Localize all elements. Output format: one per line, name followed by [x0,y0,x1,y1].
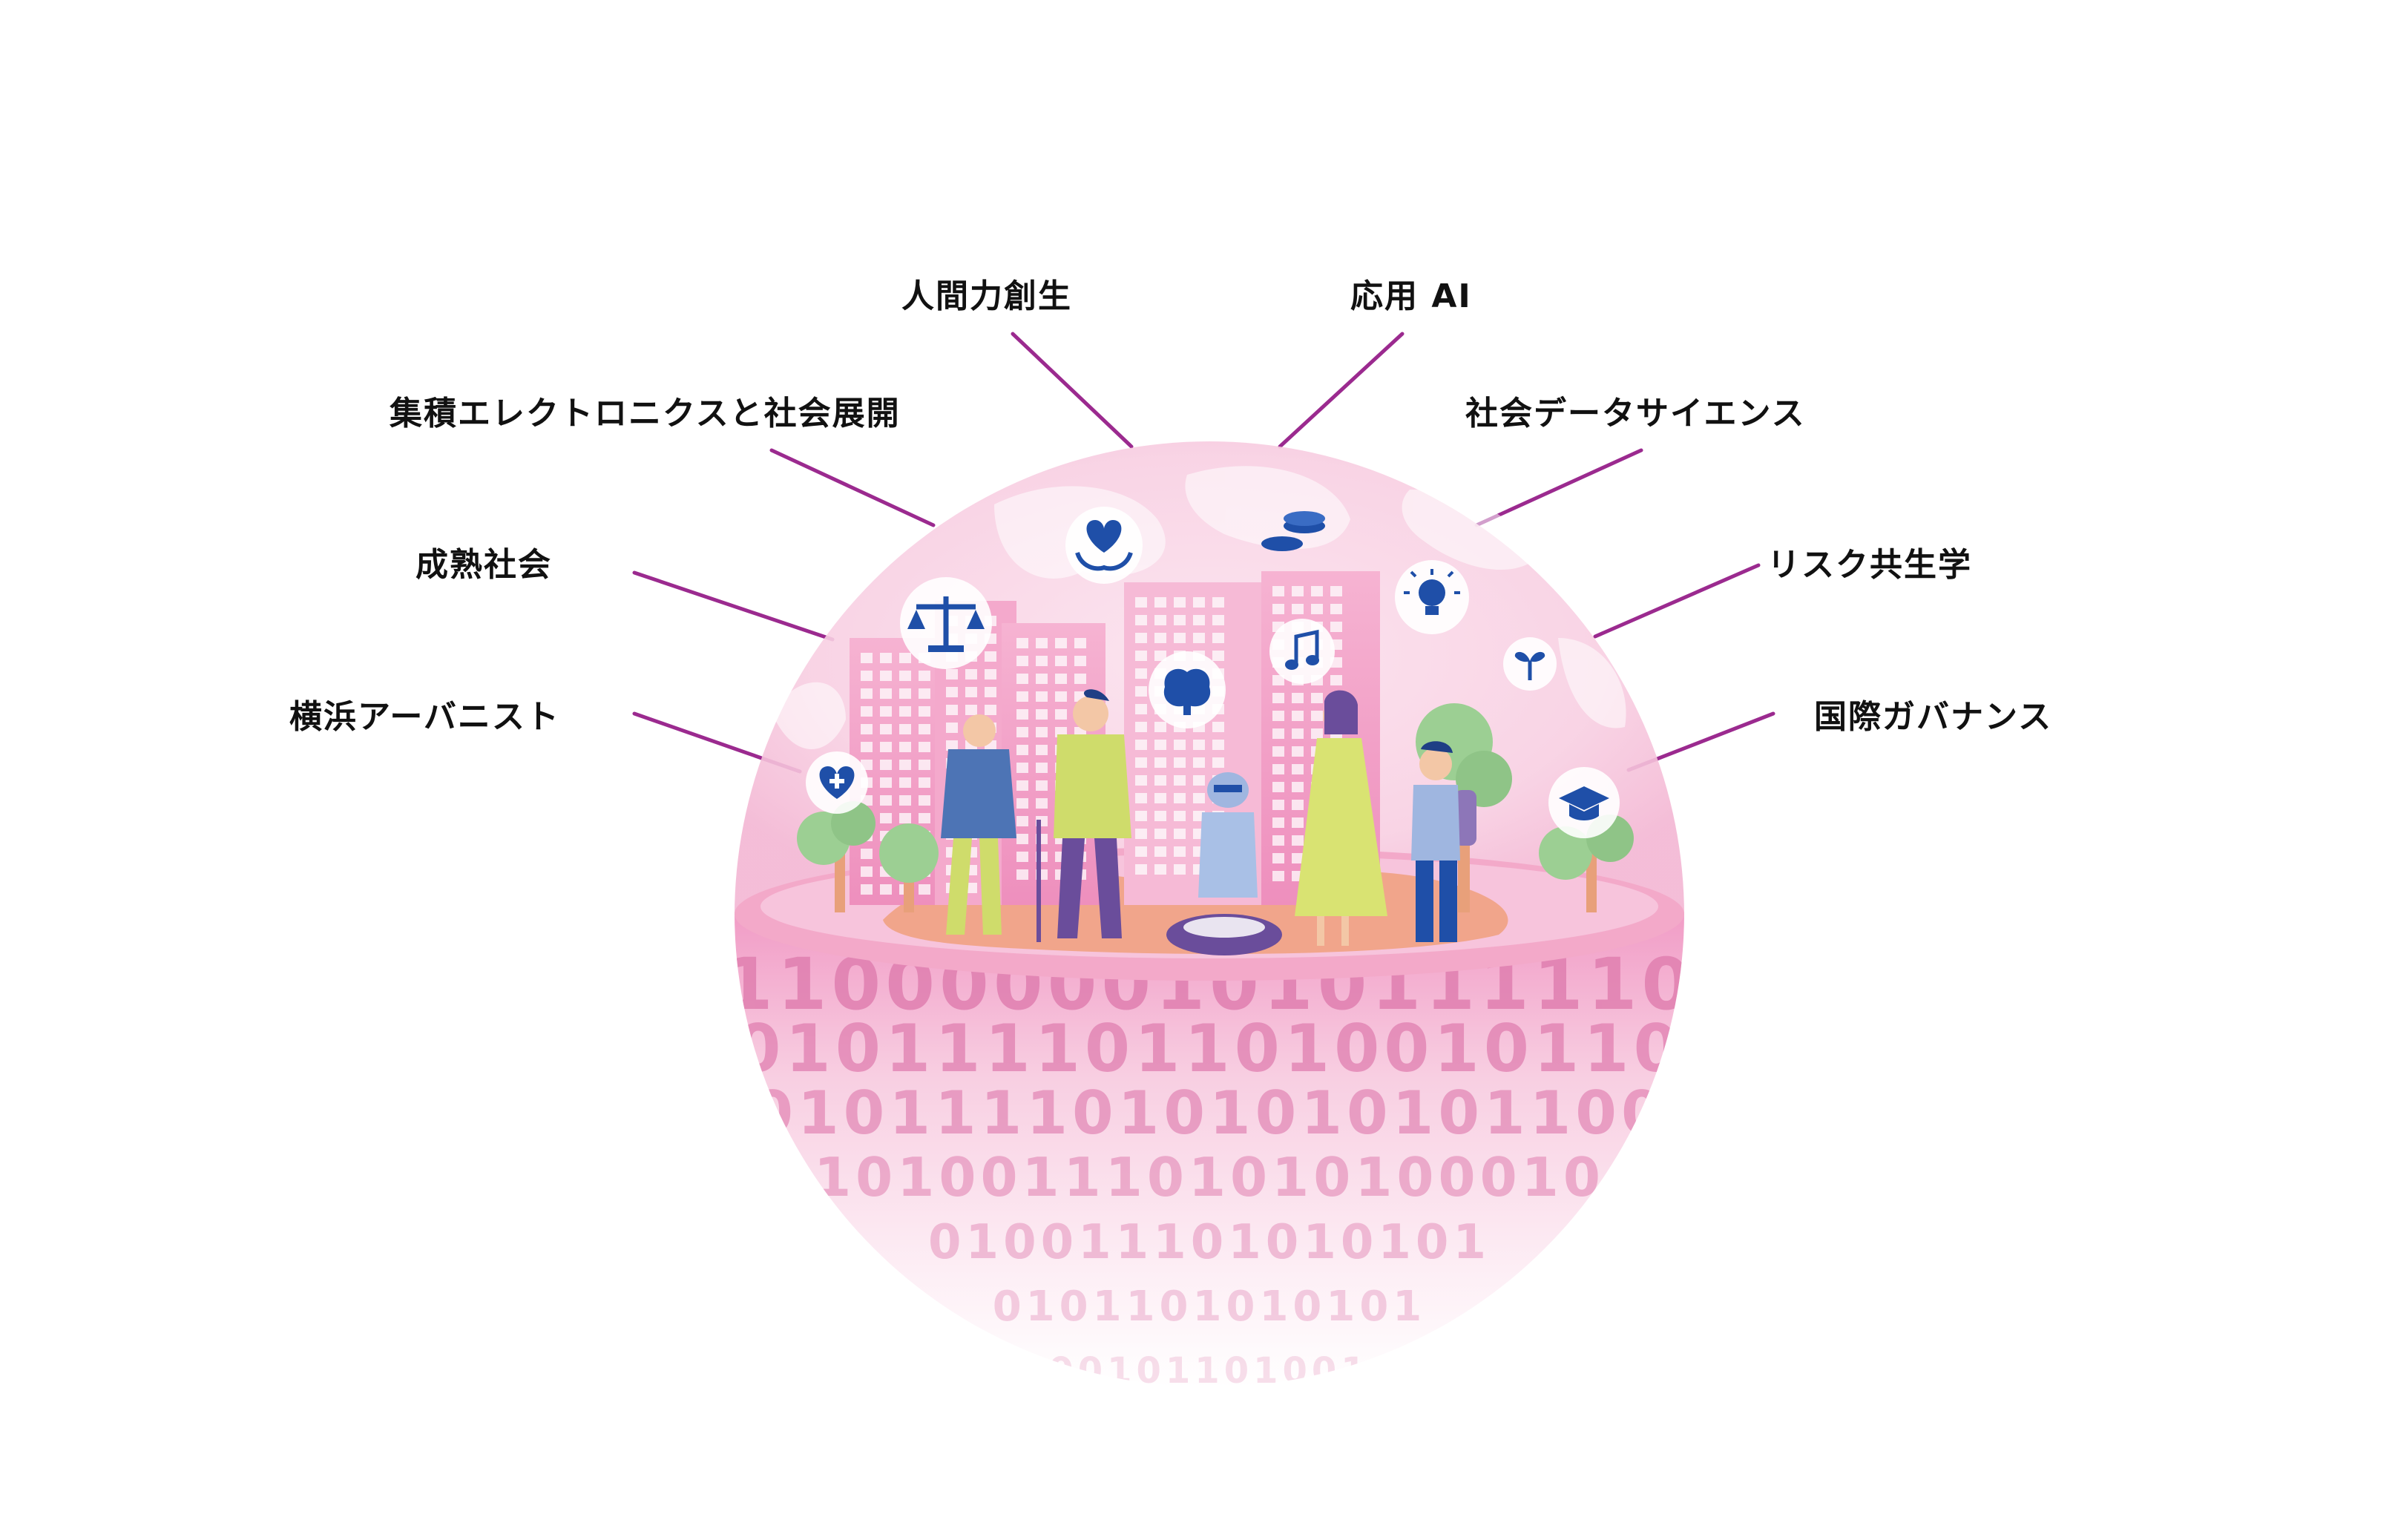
connector-lines [632,332,1775,774]
lightbulb-icon [1395,560,1469,634]
woman-yellow-dress [1295,690,1387,946]
binary-row: 010011101010101 [928,1215,1491,1270]
binary-digits: 0111000000101011111011010101111011010010… [636,943,1783,1392]
child-with-backpack [1411,741,1476,942]
brain-icon [1149,651,1226,728]
heart-hands-icon [1065,507,1143,584]
music-note-icon [1269,619,1335,684]
people [941,689,1476,955]
label-kokusai: 国際ガバナンス [1814,698,2053,736]
man-yellow-sweater [1054,689,1131,938]
binary-row: 0101101010101 [993,1283,1427,1331]
binary-row: 0010111101010101011001 [706,1079,1713,1148]
label-shuseki: 集積エレクトロニクスと社会展開 [390,395,901,432]
label-risk: リスク共生学 [1767,546,1972,584]
robot [1166,772,1282,955]
elderly-man [941,714,1041,942]
scales-icon [900,577,992,669]
binary-row: 01010111101101001011010 [636,1010,1783,1087]
coins-icon [1261,511,1325,551]
label-seijuku: 成熟社会 [415,546,552,584]
line-ouyou-ai [1278,332,1405,449]
label-ningenryoku: 人間力創生 [901,277,1072,315]
trees [797,703,1634,912]
label-shakai-data: 社会データサイエンス [1465,395,1806,432]
medical-heart-icon [806,751,868,814]
label-ouyou-ai: 応用 AI [1350,277,1472,315]
sprout-icon [1503,637,1557,691]
label-yokohama: 横浜アーバニスト [289,698,560,736]
line-risk [1593,563,1761,639]
line-shuseki [769,448,936,527]
binary-row: 00101101001 [1048,1350,1370,1392]
binary-row: 1010011101010100010 [814,1146,1605,1208]
line-seijuku [632,570,835,642]
graduation-cap-icon [1548,767,1620,838]
floating-icons [806,507,1620,838]
line-ningenryoku [1011,332,1134,449]
data-bowl: 0111000000101011111011010101111011010010… [636,912,1783,1392]
line-shakai-data [1474,448,1643,527]
